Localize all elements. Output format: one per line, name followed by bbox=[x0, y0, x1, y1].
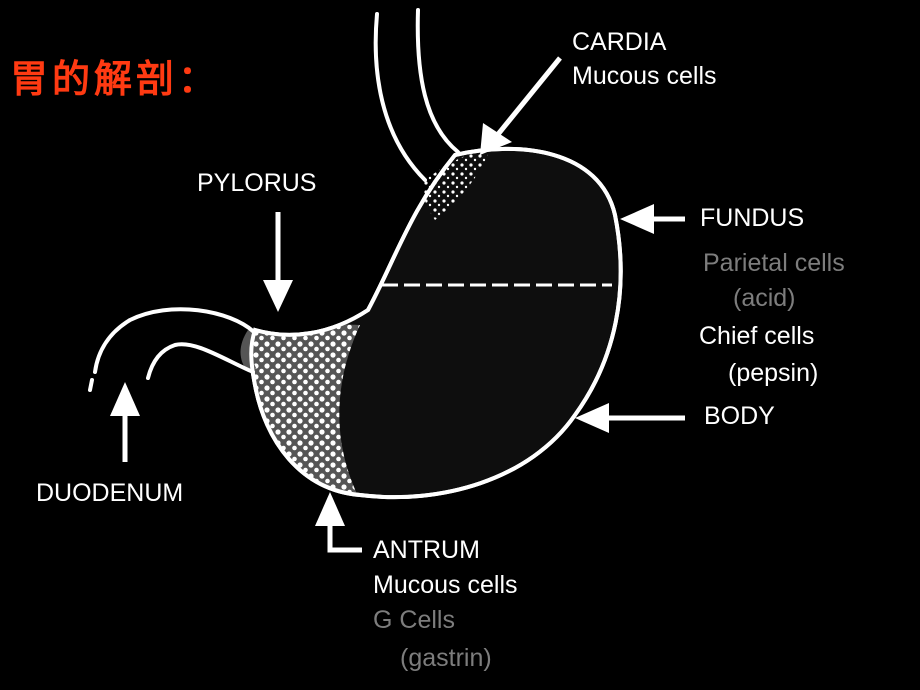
pylorus-arrowhead bbox=[263, 280, 293, 312]
label-antrum: ANTRUM bbox=[373, 536, 480, 564]
label-cardia-cells: Mucous cells bbox=[572, 62, 717, 90]
label-fundus: FUNDUS bbox=[700, 204, 805, 232]
antrum-arrow bbox=[327, 520, 362, 553]
label-body: BODY bbox=[704, 402, 775, 430]
label-chief-cells: Chief cells bbox=[699, 322, 815, 350]
label-g-cells: G Cells bbox=[373, 606, 455, 634]
antrum-arrowhead bbox=[315, 492, 345, 526]
label-antrum-cells: Mucous cells bbox=[373, 571, 518, 599]
slide-title: 胃的解剖： bbox=[10, 57, 221, 101]
label-pepsin: (pepsin) bbox=[728, 359, 819, 387]
label-duodenum: DUODENUM bbox=[36, 479, 184, 507]
esophagus bbox=[373, 8, 460, 182]
label-parietal-cells: Parietal cells bbox=[703, 249, 845, 277]
body-arrowhead bbox=[575, 403, 609, 433]
duodenum bbox=[88, 307, 256, 392]
cardia-arrow bbox=[493, 56, 562, 140]
cardia-arrowhead bbox=[480, 123, 512, 155]
label-pylorus: PYLORUS bbox=[197, 169, 317, 197]
duodenum-arrowhead bbox=[110, 382, 140, 416]
fundus-arrowhead bbox=[620, 204, 654, 234]
arrows bbox=[110, 56, 685, 553]
label-acid: (acid) bbox=[733, 284, 796, 312]
cardia-region bbox=[423, 150, 490, 220]
label-cardia: CARDIA bbox=[572, 28, 667, 56]
label-gastrin: (gastrin) bbox=[400, 644, 492, 672]
